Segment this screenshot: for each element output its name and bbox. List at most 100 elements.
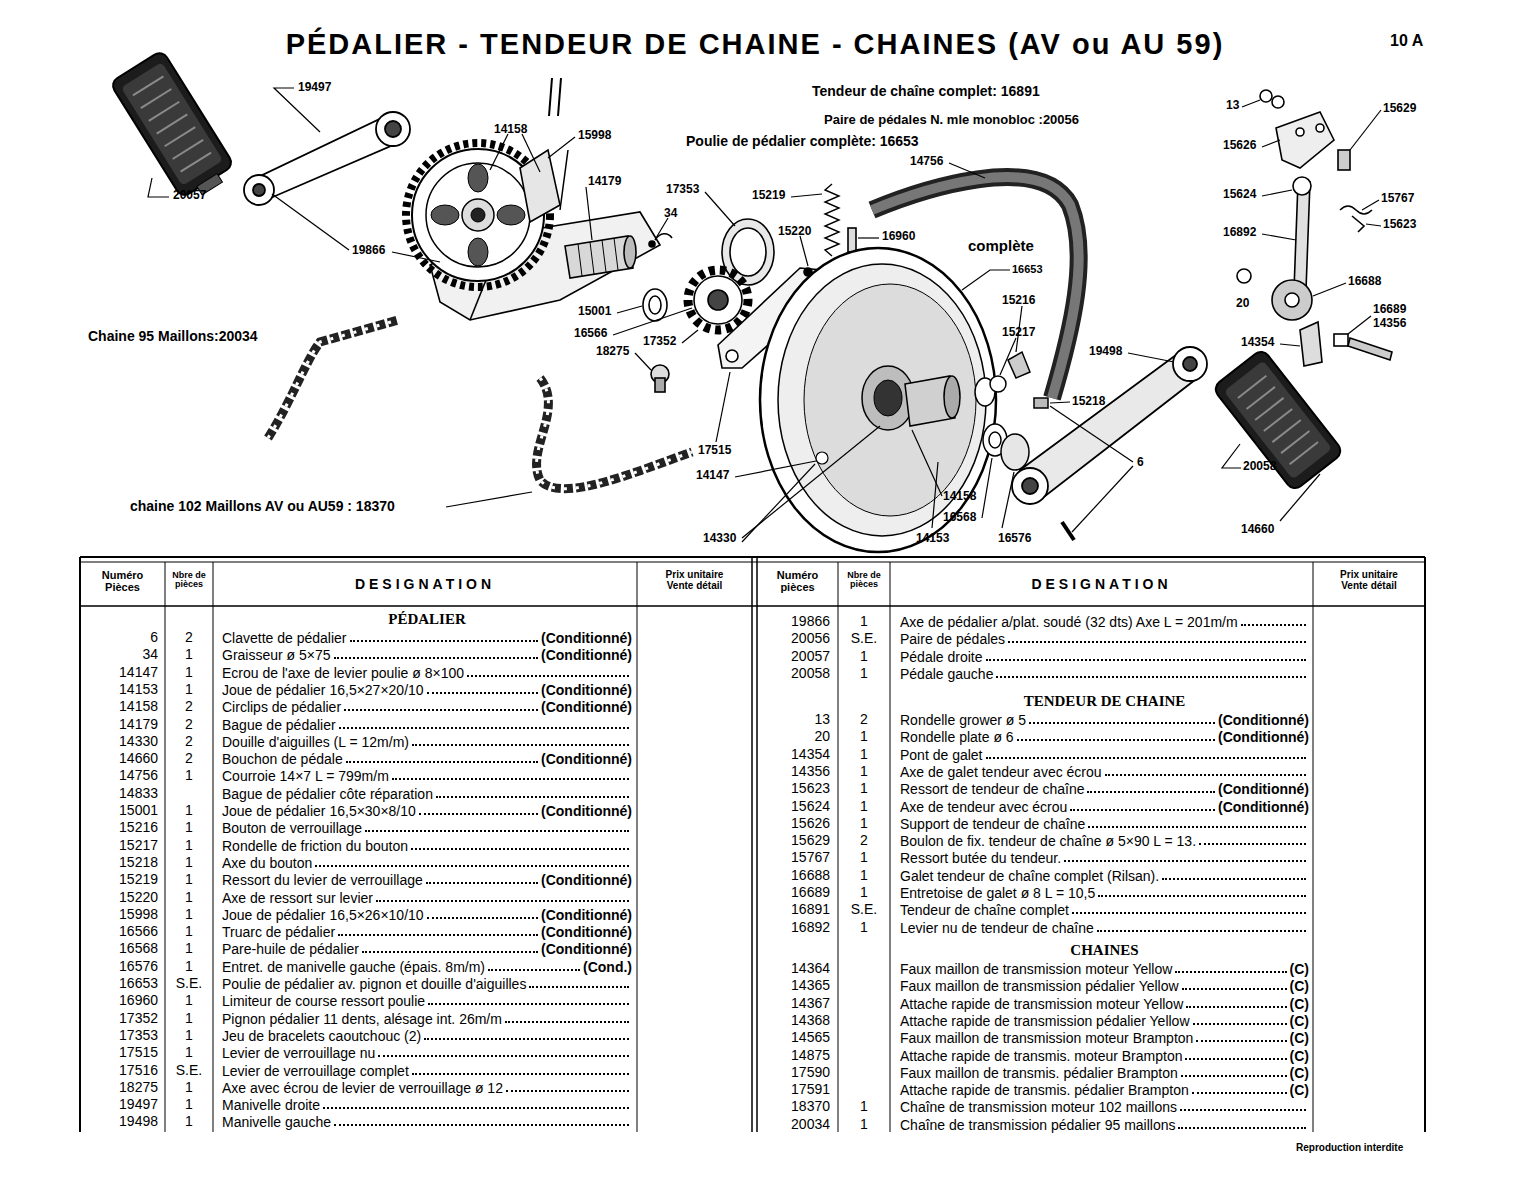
designation-row: Attache rapide de transmission pédalier … [900,1011,1309,1028]
part-number: 17353 [82,1028,158,1042]
leader-lines [1280,474,1320,521]
chainwheel [426,163,530,267]
designation-row: Ressort de tendeur de chaîne(Conditionné… [900,779,1309,796]
callout-number: 16568 [943,511,976,523]
part-number: 17591 [760,1082,830,1096]
designation: Paire de pédales [900,632,1005,646]
designation-row: Faux maillon de transmission pédalier Ye… [900,976,1309,993]
condition-note: (Conditionné) [541,925,632,939]
chain-tensioner [1296,128,1304,136]
quantity: 1 [165,872,213,886]
hub-parts [989,432,1001,448]
dot-leader [1185,1058,1286,1060]
dot-leader [1064,860,1306,862]
quantity: 1 [165,665,213,679]
leader-lines [1350,110,1381,150]
column-header: Numéro pièces [767,570,829,593]
designation-row: Axe avec écrou de levier de verrouillage… [222,1078,632,1095]
chain-tensioner [1334,334,1348,346]
leader-lines [656,218,668,238]
leader-lines [1002,472,1014,528]
quantity: 1 [838,649,890,663]
part-number: 15626 [760,816,830,830]
callout-number: 15998 [578,129,611,141]
chainwheel [468,164,488,192]
condition-note: (C) [1290,962,1309,976]
chains [268,320,398,438]
part-number: 18275 [82,1080,158,1094]
quantity: S.E. [165,1063,213,1077]
part-number: 14365 [760,978,830,992]
part-number: 19498 [82,1114,158,1128]
designation: Rondelle de friction du bouton [222,839,408,853]
callout-number: 17515 [698,444,731,456]
callout-number: 16892 [1223,226,1256,238]
dot-leader [1072,912,1306,914]
section-heading: TENDEUR DE CHAINE [900,694,1309,709]
pedal-right [110,50,235,198]
quantity: S.E. [165,976,213,990]
leader-lines [272,194,349,250]
crank-left [1022,478,1038,494]
leader-lines [1366,224,1381,226]
callout-number: 16576 [998,532,1031,544]
dot-leader [529,986,629,988]
leader-lines [148,178,169,197]
chain-tensioner [1272,96,1284,108]
quantity: 1 [838,868,890,882]
quantity: 2 [165,751,213,765]
chainwheel [462,199,494,231]
dot-leader [339,727,629,729]
part-number: 14364 [760,961,830,975]
pedal-right [173,140,204,159]
quantity: 1 [165,1097,213,1111]
dot-leader [392,778,629,780]
callout-number: 13 [1226,99,1239,111]
hub-parts [1001,434,1029,470]
quantity: 1 [838,747,890,761]
dot-leader [488,969,580,971]
chain-tensioner [1338,150,1350,170]
designation: Limiteur de course ressort poulie [222,994,425,1008]
callout-number: 14660 [1241,523,1274,535]
quantity: 1 [838,781,890,795]
part-number: 16891 [760,902,830,916]
leader-lines [735,461,816,477]
dot-leader [1008,641,1306,643]
part-number: 14833 [82,786,158,800]
axle [520,150,560,222]
note: Tendeur de chaîne complet: 16891 [812,84,1040,98]
designation-row: Levier de verrouillage complet [222,1061,632,1078]
dot-leader [1105,774,1306,776]
designation-row: Axe de ressort sur levier [222,888,632,905]
quantity: 1 [838,614,890,628]
condition-note: (Conditionné) [541,873,632,887]
part-number: 14330 [82,734,158,748]
dot-leader [362,951,538,953]
designation-row: Pare-huile de pédalier(Conditionné) [222,939,632,956]
callout-number: 34 [664,207,677,219]
designation-row: Faux maillon de transmission moteur Bram… [900,1028,1309,1045]
designation: Axe du bouton [222,856,312,870]
page-title: PÉDALIER - TENDEUR DE CHAINE - CHAINES (… [205,30,1305,59]
pedal-left [1281,431,1309,453]
dot-leader [334,1124,629,1126]
dot-leader [1097,930,1306,932]
part-number: 14356 [760,764,830,778]
locking-lever [825,184,839,256]
column-header: Nbre de pièces [844,571,884,590]
axle [578,244,582,276]
part-number: 6 [82,630,158,644]
designation: Manivelle droite [222,1098,320,1112]
pedal-left [1238,376,1318,464]
designation: Support de tendeur de chaîne [900,817,1085,831]
designation: Ecrou de l'axe de levier poulie ø 8×100 [222,666,464,680]
dot-leader [986,659,1306,661]
note: chaine 102 Maillons AV ou AU59 : 18370 [130,499,395,513]
designation-row: Courroie 14×7 L = 799m/m [222,766,632,783]
part-number: 14875 [760,1048,830,1062]
table-rules [79,557,81,1132]
leader-lines [982,458,992,518]
condition-note: (Conditionné) [1218,713,1309,727]
note: Poulie de pédalier complète: 16653 [686,134,919,148]
